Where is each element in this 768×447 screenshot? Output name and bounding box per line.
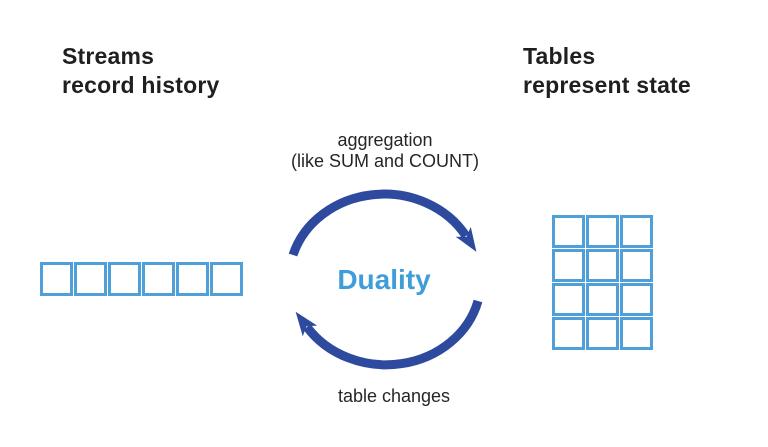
table-changes-label: table changes — [337, 386, 451, 406]
stream-cell — [108, 262, 141, 296]
aggregation-arrow — [288, 189, 477, 257]
table-cell — [552, 249, 585, 282]
streams-title-line2: record history — [62, 72, 220, 98]
table-cell — [552, 215, 585, 248]
aggregation-label-line1: aggregation — [337, 130, 433, 150]
table-cell — [620, 215, 653, 248]
table-cell — [552, 317, 585, 350]
stream-cell — [74, 262, 107, 296]
table-cell — [620, 317, 653, 350]
table-changes-arrow — [295, 299, 483, 370]
table-cell — [586, 249, 619, 282]
stream-cell — [176, 262, 209, 296]
table-grid — [552, 215, 653, 350]
table-cell — [620, 283, 653, 316]
table-cell — [586, 215, 619, 248]
stream-squares — [40, 262, 243, 296]
table-cell — [552, 283, 585, 316]
tables-title: Tables represent state — [523, 42, 691, 100]
aggregation-label-line2: (like SUM and COUNT) — [290, 151, 480, 171]
table-cell — [620, 249, 653, 282]
duality-label: Duality — [337, 264, 431, 295]
stream-cell — [40, 262, 73, 296]
table-cell — [586, 317, 619, 350]
table-cell — [586, 283, 619, 316]
streams-title: Streams record history — [62, 42, 219, 100]
tables-title-line2: represent state — [523, 72, 691, 98]
stream-cell — [142, 262, 175, 296]
tables-title-line1: Tables — [523, 43, 596, 69]
streams-title-line1: Streams — [62, 43, 155, 69]
stream-cell — [210, 262, 243, 296]
aggregation-label: aggregation (like SUM and COUNT) — [291, 130, 479, 172]
